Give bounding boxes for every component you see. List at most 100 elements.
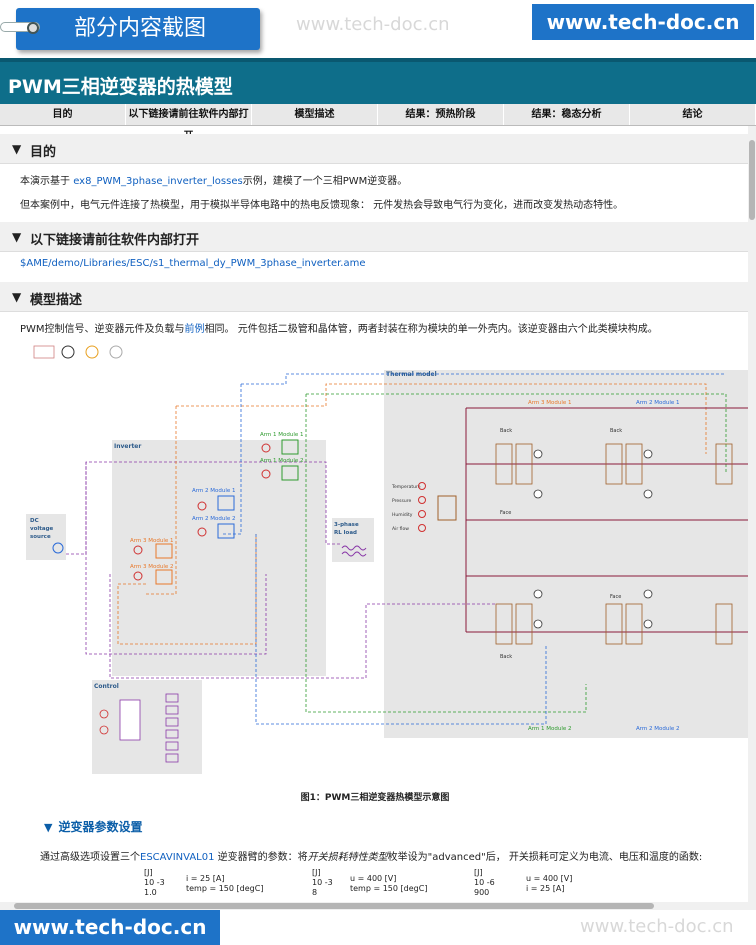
scroll-thumb[interactable] (749, 140, 755, 220)
inverter-label: Inverter (114, 443, 141, 450)
page-title: PWM三相逆变器的热模型 (8, 76, 233, 98)
watermark-top: www.tech-doc.cn (296, 14, 450, 35)
chart-tick: 900 (474, 888, 490, 897)
doc-header: PWM三相逆变器的热模型 (0, 58, 756, 104)
ambient-label: Temperature (391, 484, 421, 490)
chart-param: i = 25 [A] (186, 874, 225, 883)
control-panel (92, 680, 202, 774)
collapse-triangle-icon[interactable]: ▼ (12, 290, 22, 304)
arm3-modules: Arm 3 Module 1 Arm 3 Module 2 (130, 538, 174, 585)
collapse-triangle-icon[interactable]: ▼ (44, 821, 53, 834)
chart-3-params: u = 400 [V] i = 25 [A] (526, 874, 572, 894)
subsection-title: 逆变器参数设置 (58, 820, 143, 834)
face-back-label: Face (500, 510, 511, 516)
ambient-label: Humidity (392, 512, 413, 518)
text: 开关损耗特性类型 (307, 852, 388, 863)
chart-param: u = 400 [V] (350, 874, 397, 883)
previous-example-link[interactable]: 前例 (184, 324, 205, 335)
section-title: 目的 (30, 145, 57, 160)
arm-label: Arm 2 Module 1 (192, 488, 236, 494)
nav-item-warmup[interactable]: 结果：预热阶段 (378, 104, 504, 125)
chart-unit: [J] (474, 868, 483, 877)
thermal-module-label: Arm 1 Module 2 (528, 726, 572, 732)
chart-unit: [J] (144, 868, 153, 877)
control-blocks (99, 693, 179, 763)
arm-label: Arm 2 Module 2 (192, 516, 236, 522)
nav-item-model[interactable]: 模型描述 (252, 104, 378, 125)
arm-label: Arm 1 Module 2 (260, 458, 304, 464)
text: PWM控制信号、逆变器元件及负载与 (20, 324, 185, 335)
control-label: Control (94, 683, 119, 690)
ambient-label: Pressure (392, 498, 411, 504)
section-model-header[interactable]: ▼ 模型描述 (0, 282, 750, 312)
crop-badge-label: 部分内容截图 (74, 16, 207, 41)
ambient-inputs: Temperature Pressure Humidity Air flow (391, 482, 457, 532)
text: 相同。 元件包括二极管和晶体管，两者封装在称为模块的单一外壳内。该逆变器由六个此… (204, 324, 658, 335)
site-url-bottom[interactable]: www.tech-doc.cn (0, 910, 220, 945)
thermal-module-label: Arm 2 Module 2 (636, 726, 680, 732)
chart-tick: 1.0 (144, 888, 157, 897)
dc-source-label: voltage (30, 526, 54, 532)
chart-1-header: [J] 10 -3 1.0 (144, 868, 165, 898)
escavinval-link[interactable]: ESCAVINVAL01 (140, 852, 215, 863)
model-path-link[interactable]: $AME/demo/Libraries/ESC/s1_thermal_dy_PW… (20, 258, 366, 269)
top-banner: 部分内容截图 www.tech-doc.cn www.tech-doc.cn (0, 0, 756, 58)
text: 枚举设为"advanced"后， 开关损耗可定义为电流、电压和温度的函数: (387, 852, 703, 863)
face-back-label: Back (500, 654, 512, 660)
inverter-params-paragraph: 通过高级选项设置三个ESCAVINVAL01 逆变器臂的参数：将开关损耗特性类型… (40, 848, 702, 863)
section-purpose-header[interactable]: ▼ 目的 (0, 134, 750, 164)
arm1-modules: Arm 1 Module 1 Arm 1 Module 2 (260, 432, 304, 481)
nav-item-conclusion[interactable]: 结论 (630, 104, 756, 125)
face-back-label: Back (610, 428, 622, 434)
scroll-thumb[interactable] (14, 903, 654, 909)
purpose-paragraph-2: 但本案例中，电气元件连接了热模型，用于模拟半导体电路中的热电反馈现象： 元件发热… (20, 200, 624, 211)
thermal-model-diagram: Thermal model Inverter Control DC voltag… (26, 345, 756, 774)
thermal-blocks (495, 443, 733, 645)
face-back-label: Back (500, 428, 512, 434)
chart-2-header: [J] 10 -3 8 (312, 868, 333, 898)
load-label: RL load (334, 530, 357, 536)
inverter-panel (112, 440, 326, 676)
thermal-model-label: Thermal model (386, 371, 437, 378)
thermal-module-label: Arm 2 Module 1 (636, 400, 680, 406)
section-title: 模型描述 (30, 293, 83, 308)
text: 本演示基于 (20, 176, 74, 187)
subsection-inverter-params[interactable]: ▼ 逆变器参数设置 (44, 818, 142, 835)
arm-label: Arm 3 Module 1 (130, 538, 174, 544)
chart-param: i = 25 [A] (526, 884, 565, 893)
face-back-label: Face (610, 594, 621, 600)
text: 示例，建模了一个三相PWM逆变器。 (242, 176, 408, 187)
dc-source-label: source (30, 534, 51, 540)
dc-source-label: DC (30, 518, 39, 524)
arm-label: Arm 1 Module 1 (260, 432, 304, 438)
arm2-modules: Arm 2 Module 1 Arm 2 Module 2 (192, 488, 236, 539)
nav-item-links[interactable]: 以下链接请前往软件内部打开 (126, 104, 252, 142)
diagram-toolbar (33, 345, 123, 359)
thermal-module-label: Arm 3 Module 1 (528, 400, 572, 406)
model-paragraph: PWM控制信号、逆变器元件及负载与前例相同。 元件包括二极管和晶体管，两者封装在… (20, 320, 658, 335)
text: 逆变器臂的参数：将 (214, 852, 308, 863)
chart-param: u = 400 [V] (526, 874, 573, 883)
site-url-top[interactable]: www.tech-doc.cn (532, 4, 754, 40)
chart-param: temp = 150 [degC] (186, 884, 264, 893)
load-label: 3-phase (334, 522, 359, 528)
nav-item-steady[interactable]: 结果：稳态分析 (504, 104, 630, 125)
vertical-scrollbar[interactable] (748, 126, 756, 902)
collapse-triangle-icon[interactable]: ▼ (12, 142, 22, 156)
arm-label: Arm 3 Module 2 (130, 564, 174, 570)
crop-badge: 部分内容截图 (16, 8, 260, 50)
purpose-paragraph-1: 本演示基于 ex8_PWM_3phase_inverter_losses示例，建… (20, 172, 407, 187)
example-link[interactable]: ex8_PWM_3phase_inverter_losses (73, 176, 243, 187)
text: 通过高级选项设置三个 (40, 852, 140, 863)
section-links-header[interactable]: ▼ 以下链接请前往软件内部打开 (0, 222, 750, 252)
horizontal-scrollbar[interactable] (0, 902, 756, 910)
watermark-bottom: www.tech-doc.cn (580, 916, 734, 937)
chart-param: temp = 150 [degC] (350, 884, 428, 893)
thermal-model-panel (384, 370, 756, 738)
chart-exponent: 10 -3 (312, 878, 333, 887)
chart-unit: [J] (312, 868, 321, 877)
doc-content: ▼ 目的 本演示基于 ex8_PWM_3phase_inverter_losse… (0, 126, 756, 902)
nav-item-purpose[interactable]: 目的 (0, 104, 126, 125)
chart-exponent: 10 -6 (474, 878, 495, 887)
collapse-triangle-icon[interactable]: ▼ (12, 230, 22, 244)
